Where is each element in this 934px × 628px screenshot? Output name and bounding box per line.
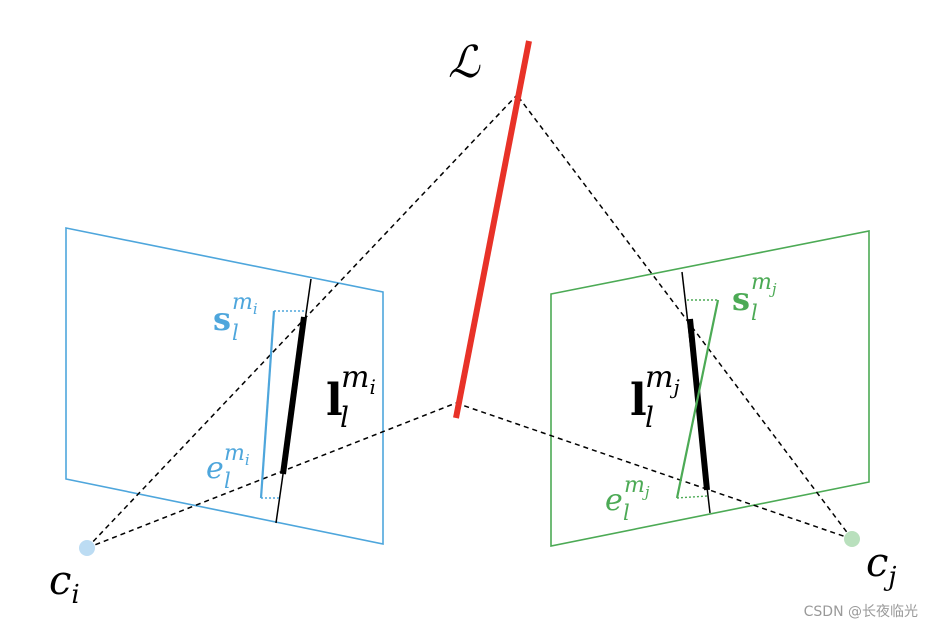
- left-end-sub: l: [224, 469, 231, 493]
- left-line-sub: l: [340, 401, 349, 434]
- right-start-base: s: [732, 280, 750, 318]
- line-3d-label: ℒ: [448, 37, 481, 88]
- right-line-sup: mj: [645, 360, 680, 399]
- line-3d-L: [453, 40, 532, 419]
- camera-i-label: ci: [49, 558, 80, 610]
- right-end-label: e l mj: [605, 473, 650, 525]
- right-projected-segment: [687, 318, 710, 491]
- left-line-sup: mi: [341, 360, 376, 399]
- left-start-base: s: [213, 300, 231, 338]
- right-line-label: l l mj: [630, 360, 680, 434]
- right-residual-connectors: [676, 299, 718, 499]
- left-residual-connectors: [261, 310, 306, 499]
- left-start-label: s l mi: [213, 290, 258, 345]
- ray-cj-top: [516, 94, 853, 540]
- left-projected-segment: [280, 316, 307, 475]
- watermark: CSDN @长夜临光: [804, 604, 918, 620]
- right-image-plane: [550, 230, 870, 547]
- camera-j-label: cj: [866, 540, 896, 592]
- right-end-sub: l: [623, 501, 630, 525]
- right-detected-segment: [675, 299, 720, 499]
- ray-ci-bottom: [86, 402, 457, 549]
- left-line-base: l: [326, 375, 343, 426]
- right-end-residual: [676, 495, 708, 499]
- left-start-sup: mi: [232, 290, 258, 318]
- right-start-sup: mj: [751, 270, 777, 298]
- right-start-sub: l: [751, 301, 758, 325]
- left-end-base: e: [206, 451, 224, 486]
- right-end-base: e: [605, 483, 623, 518]
- camera-center-j: [844, 531, 860, 547]
- projection-rays: [86, 94, 853, 549]
- ray-cj-bottom: [455, 402, 853, 540]
- left-start-sub: l: [232, 321, 239, 345]
- camera-center-i: [79, 540, 95, 556]
- left-end-sup: mi: [224, 441, 250, 469]
- right-start-label: s l mj: [732, 270, 777, 325]
- left-detected-segment: [259, 310, 276, 499]
- right-line-base: l: [630, 375, 647, 426]
- left-end-label: e l mi: [206, 441, 250, 493]
- left-line-label: l l mi: [326, 360, 376, 434]
- left-image-plane: [65, 227, 384, 545]
- right-end-sup: mj: [624, 473, 650, 501]
- right-line-sub: l: [645, 401, 654, 434]
